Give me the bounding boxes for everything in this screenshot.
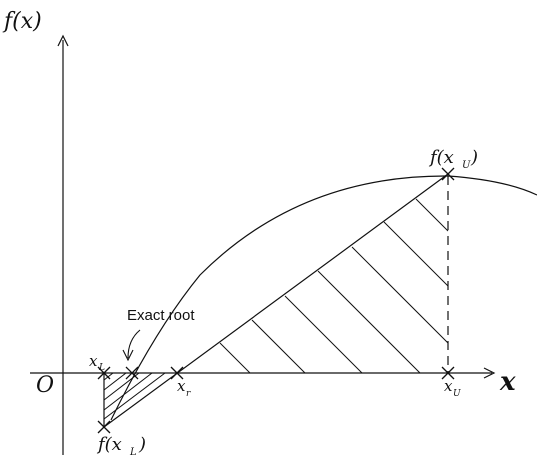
- upper-triangle-hatching: [219, 198, 449, 374]
- f-lower-label: f(x L ): [96, 434, 146, 458]
- svg-text:x: x: [177, 377, 186, 395]
- svg-text:L: L: [129, 447, 137, 458]
- marker-x-lower: [97, 366, 111, 380]
- svg-text:): ): [470, 147, 478, 168]
- exact-root-label: Exact root: [127, 307, 195, 324]
- y-axis: [57, 34, 69, 455]
- svg-text:r: r: [186, 389, 191, 399]
- marker-f-upper: [441, 167, 455, 181]
- svg-text:x: x: [444, 377, 453, 395]
- secant-line: [103, 173, 449, 428]
- x-lower-label: x L: [89, 352, 105, 373]
- x-axis-label: x: [499, 367, 516, 397]
- marker-x-root: [170, 366, 184, 380]
- svg-text:U: U: [462, 160, 471, 171]
- x-upper-label: x U: [444, 377, 461, 399]
- x-axis: [30, 367, 496, 379]
- svg-text:): ): [138, 434, 146, 455]
- marker-f-lower: [97, 420, 111, 434]
- svg-text:L: L: [98, 363, 105, 373]
- marker-x-upper: [441, 366, 455, 380]
- function-curve: [110, 175, 537, 421]
- svg-text:f(x: f(x: [96, 434, 122, 455]
- marker-exact-root: [125, 366, 139, 380]
- y-axis-label: f(x): [2, 9, 42, 34]
- svg-text:f(x: f(x: [428, 147, 454, 168]
- origin-label: O: [36, 373, 54, 398]
- f-upper-label: f(x U ): [428, 147, 478, 171]
- lower-triangle-hatching: [103, 372, 166, 420]
- exact-root-pointer: [122, 329, 141, 362]
- x-root-label: x r: [177, 377, 191, 399]
- svg-text:U: U: [453, 389, 461, 399]
- svg-text:x: x: [89, 352, 98, 370]
